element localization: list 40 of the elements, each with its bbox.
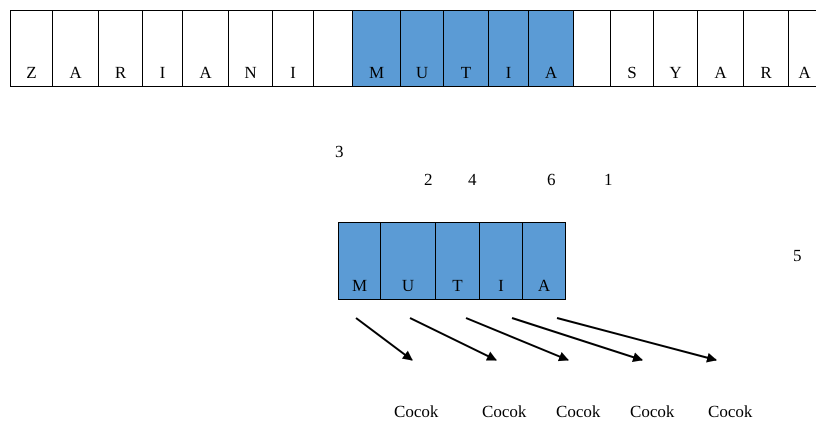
- highlighted-letter-cell: A: [522, 222, 566, 300]
- step-number: 1: [604, 170, 612, 190]
- highlighted-letter-cell: U: [400, 10, 444, 87]
- letter-cell: R: [98, 10, 143, 87]
- highlighted-letter-cell: M: [352, 10, 401, 87]
- letter-cell: S: [610, 10, 654, 87]
- letter-cell: [573, 10, 611, 87]
- arrow: [556, 317, 717, 363]
- arrow: [410, 317, 497, 361]
- highlighted-letter-cell: M: [338, 222, 381, 300]
- match-label: Cocok: [708, 400, 752, 424]
- letter-cell: I: [272, 10, 314, 87]
- match-label: Cocok: [630, 400, 674, 424]
- letter-cell: A: [182, 10, 229, 87]
- highlighted-letter-cell: T: [435, 222, 480, 300]
- arrow: [466, 317, 569, 362]
- match-label: Cocok: [482, 400, 526, 424]
- letter-cell: Z: [10, 10, 53, 87]
- highlighted-letter-cell: I: [479, 222, 523, 300]
- step-number: 4: [468, 170, 476, 190]
- highlighted-letter-cell: U: [380, 222, 436, 300]
- letter-cell: A: [788, 10, 816, 87]
- letter-cell: I: [142, 10, 183, 87]
- step-number: 2: [424, 170, 432, 190]
- letter-cell: N: [228, 10, 273, 87]
- highlighted-letter-cell: A: [528, 10, 574, 87]
- arrow: [355, 317, 413, 361]
- highlighted-letter-cell: T: [443, 10, 489, 87]
- match-label: Cocok: [394, 400, 438, 424]
- arrow: [512, 317, 643, 362]
- letter-cell: [313, 10, 353, 87]
- highlighted-letter-cell: I: [488, 10, 529, 87]
- step-number: 5: [793, 246, 802, 266]
- letter-cell: A: [52, 10, 99, 87]
- letter-cell: R: [743, 10, 789, 87]
- match-label: Cocok: [556, 400, 600, 424]
- step-number: 3: [335, 142, 344, 162]
- step-number: 6: [547, 170, 556, 190]
- letter-cell: A: [697, 10, 744, 87]
- letter-cell: Y: [653, 10, 698, 87]
